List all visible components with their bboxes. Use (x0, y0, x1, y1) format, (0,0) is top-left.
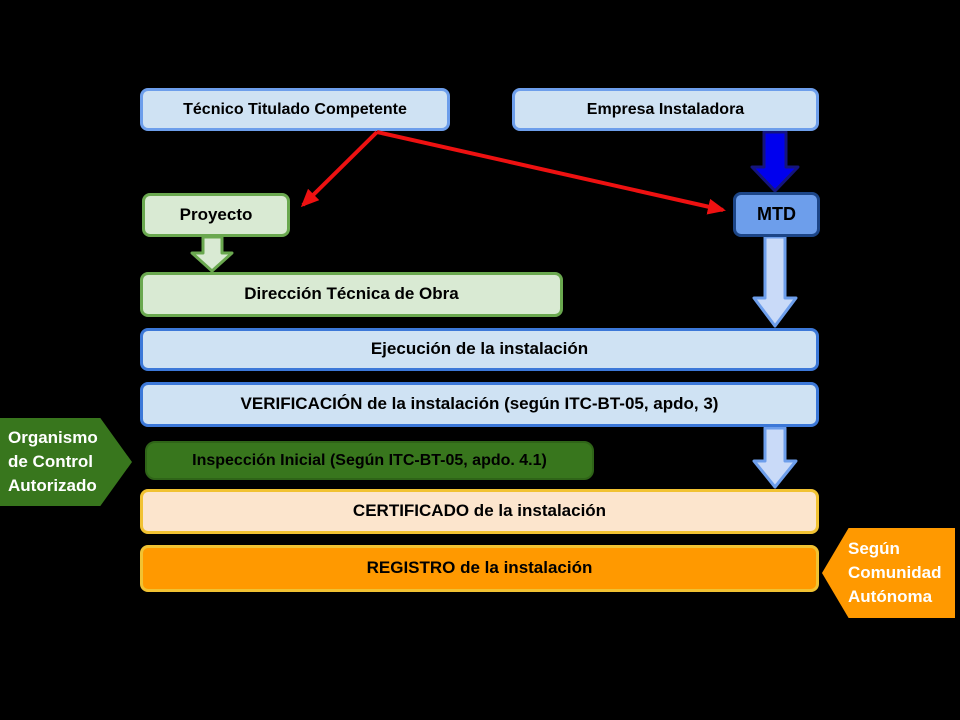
callout-segun-comunidad: Según Comunidad Autónoma (822, 528, 955, 618)
red-arrow-tecnico-to-proyecto (300, 130, 379, 208)
node-proyecto-label: Proyecto (179, 204, 253, 224)
node-mtd: MTD (733, 192, 820, 237)
mtd-to-ejecucion-arrow (752, 235, 798, 328)
node-tecnico-titulado-label: Técnico Titulado Competente (183, 100, 407, 118)
node-verificacion: VERIFICACIÓN de la instalación (según IT… (140, 382, 819, 427)
callout-organismo-line3: Autorizado (8, 476, 97, 495)
node-certificado: CERTIFICADO de la instalación (140, 489, 819, 534)
proyecto-to-direccion-arrow (190, 235, 234, 273)
callout-comunidad-line1: Según (848, 539, 900, 558)
node-direccion-tecnica: Dirección Técnica de Obra (140, 272, 563, 317)
node-registro: REGISTRO de la instalación (140, 545, 819, 592)
empresa-to-mtd-arrow (750, 130, 800, 193)
callout-comunidad-line2: Comunidad (848, 563, 942, 582)
callout-comunidad-line3: Autónoma (848, 587, 933, 606)
callout-organismo-control: Organismo de Control Autorizado (0, 418, 132, 506)
node-ejecucion: Ejecución de la instalación (140, 328, 819, 371)
callout-organismo-line1: Organismo (8, 428, 98, 447)
node-empresa-instaladora: Empresa Instaladora (512, 88, 819, 131)
node-empresa-instaladora-label: Empresa Instaladora (586, 100, 745, 118)
node-tecnico-titulado: Técnico Titulado Competente (140, 88, 450, 131)
node-registro-label: REGISTRO de la instalación (366, 558, 593, 578)
node-proyecto: Proyecto (142, 193, 290, 237)
node-certificado-label: CERTIFICADO de la instalación (352, 501, 607, 521)
node-ejecucion-label: Ejecución de la instalación (370, 339, 589, 359)
node-verificacion-label: VERIFICACIÓN de la instalación (según IT… (240, 394, 719, 414)
node-mtd-label: MTD (757, 203, 796, 224)
callout-organismo-line2: de Control (8, 452, 93, 471)
node-direccion-tecnica-label: Dirección Técnica de Obra (244, 284, 459, 304)
node-inspeccion-inicial: Inspección Inicial (Según ITC-BT-05, apd… (145, 441, 594, 480)
verificacion-to-certificado-arrow (752, 426, 798, 489)
red-arrow-tecnico-to-mtd (376, 130, 726, 215)
node-inspeccion-inicial-label: Inspección Inicial (Según ITC-BT-05, apd… (192, 451, 547, 469)
